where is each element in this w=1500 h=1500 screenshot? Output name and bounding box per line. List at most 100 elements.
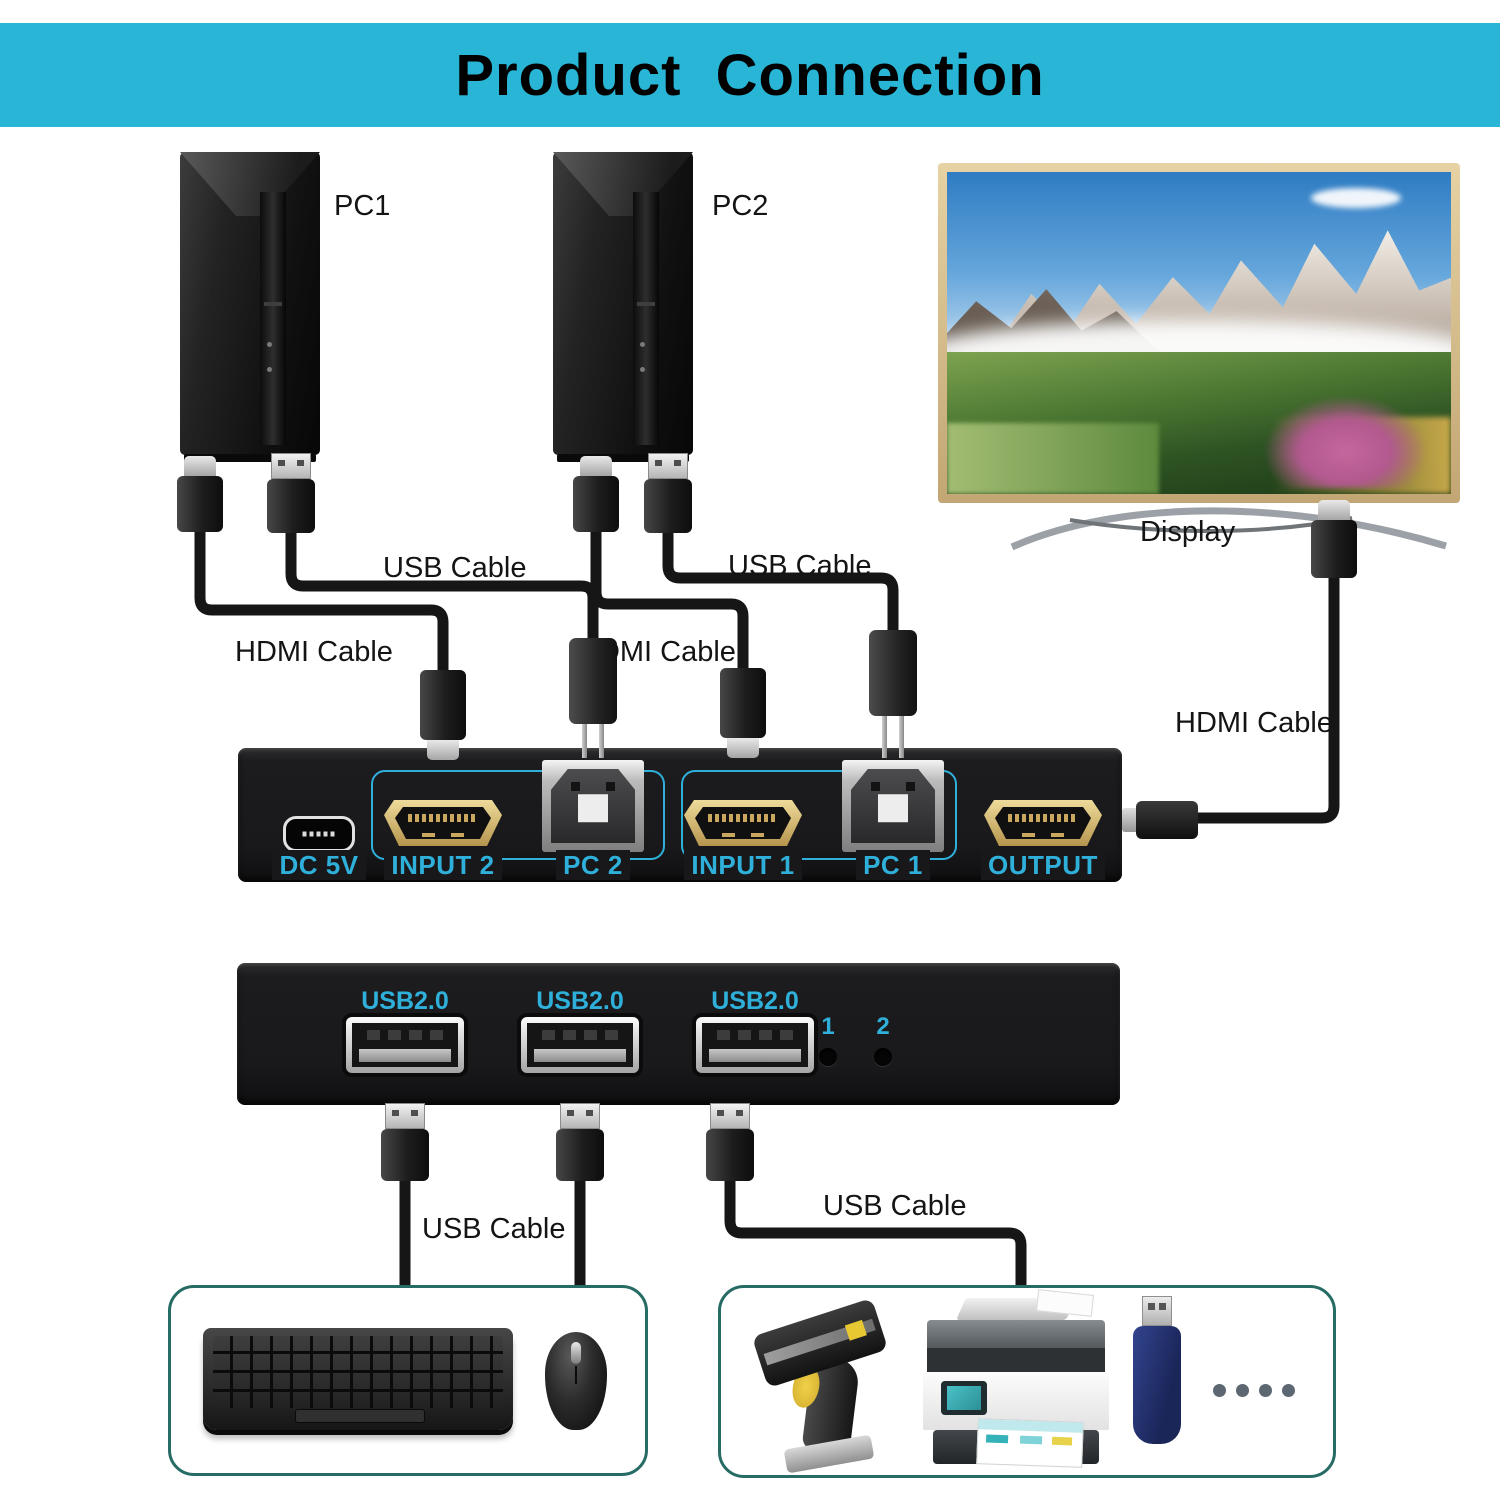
select-button-1 bbox=[819, 1048, 837, 1066]
hdmi-plug-tip-icon bbox=[1122, 808, 1136, 832]
pc2-base bbox=[557, 454, 689, 462]
printer-scanner-lid bbox=[927, 1320, 1105, 1348]
dc-5v-port bbox=[283, 816, 355, 852]
usb-b-pc2-port bbox=[542, 760, 644, 852]
usb-cable-label-pc2: USB Cable bbox=[728, 550, 872, 582]
hdmi-cable-label-pc1: HDMI Cable bbox=[235, 636, 393, 668]
pc1-power-led bbox=[266, 342, 272, 347]
pc1-label: PC1 bbox=[334, 190, 391, 222]
usb-plug-tip-icon bbox=[710, 1103, 750, 1129]
flash-drive-body bbox=[1133, 1326, 1181, 1444]
usb-plug-body bbox=[556, 1129, 604, 1181]
hdmi-plug-body bbox=[420, 670, 466, 740]
tv-screen bbox=[947, 172, 1451, 494]
pc2-power-led bbox=[639, 342, 645, 347]
input1-group-bracket bbox=[681, 770, 957, 860]
rear-usb-plug-3 bbox=[706, 1103, 754, 1181]
usb2-port-1 bbox=[346, 1017, 464, 1073]
hdmi-cable-label-display: HDMI Cable bbox=[1175, 707, 1333, 739]
micro-usb-pins-icon bbox=[302, 831, 336, 837]
display-hdmi-plug bbox=[1311, 500, 1357, 578]
page-title: Product Connection bbox=[455, 42, 1045, 108]
ellipsis-dot bbox=[1259, 1384, 1272, 1397]
usb-devices-box bbox=[718, 1285, 1336, 1478]
usb-a-socket-icon bbox=[352, 1023, 458, 1067]
usb-plug-body bbox=[381, 1129, 429, 1181]
mouse-scroll-wheel-icon bbox=[571, 1342, 581, 1364]
select-button-2 bbox=[874, 1048, 892, 1066]
pc1-port-usb-b-plug bbox=[869, 630, 917, 758]
hdmi-output-port bbox=[984, 800, 1102, 846]
usb-b-plug-prong bbox=[599, 724, 604, 758]
usb2-label-1: USB2.0 bbox=[361, 987, 449, 1015]
pink-flowers bbox=[1264, 397, 1426, 488]
hdmi-plug-tip-icon bbox=[580, 456, 612, 476]
select-button-1-label: 1 bbox=[821, 1013, 835, 1040]
pc1-port-label: PC 1 bbox=[823, 850, 963, 881]
usb-b-socket-icon bbox=[551, 769, 635, 843]
pc1-usb-socket bbox=[266, 367, 272, 372]
usb-b-plug-prong bbox=[882, 716, 887, 758]
usb-cable-label-rear-right: USB Cable bbox=[823, 1190, 967, 1222]
pc1-front-strip bbox=[259, 192, 286, 445]
pc1-hdmi-connector bbox=[177, 456, 223, 532]
usb-b-plug-body bbox=[869, 630, 917, 716]
pc1-tower bbox=[180, 152, 320, 462]
usb-plug-body bbox=[267, 479, 315, 533]
kvm-switch-rear-panel: USB2.0 USB2.0 USB2.0 1 2 bbox=[237, 963, 1120, 1105]
usb-plug-tip-icon bbox=[560, 1103, 600, 1129]
printer-printed-page bbox=[976, 1418, 1084, 1468]
display-label: Display bbox=[1140, 516, 1236, 548]
usb-plug-tip-icon bbox=[1142, 1296, 1172, 1326]
rear-usb-plug-1 bbox=[381, 1103, 429, 1181]
hdmi-pins-icon bbox=[708, 814, 778, 822]
output-side-plug bbox=[1122, 801, 1198, 839]
pc1-top-bevel bbox=[180, 152, 320, 216]
printer-dark-band bbox=[927, 1348, 1105, 1372]
barcode-scanner bbox=[751, 1297, 911, 1474]
usb-cable-label-pc1: USB Cable bbox=[383, 552, 527, 584]
hdmi-pins-icon bbox=[408, 814, 478, 822]
pc2-tower bbox=[553, 152, 693, 462]
printer-control-screen bbox=[941, 1381, 987, 1415]
kvm-switch-front-panel: DC 5V INPUT 2 PC 2 INPUT 1 PC 1 OUTPUT bbox=[238, 748, 1122, 882]
keyboard-mouse-box bbox=[168, 1285, 648, 1476]
hdmi-plug-body bbox=[177, 476, 223, 532]
keyboard-keys bbox=[213, 1336, 503, 1408]
input2-hdmi-plug bbox=[420, 670, 466, 760]
hdmi-plug-tip-icon bbox=[184, 456, 216, 476]
valley-field bbox=[947, 423, 1159, 494]
hdmi-plug-tip-icon bbox=[727, 738, 759, 758]
input2-label: INPUT 2 bbox=[373, 850, 513, 881]
usb-plug-tip-icon bbox=[648, 453, 688, 479]
small-cloud bbox=[1310, 188, 1401, 209]
usb2-label-2: USB2.0 bbox=[536, 987, 624, 1015]
dc-5v-label: DC 5V bbox=[249, 850, 389, 881]
hdmi-plug-body bbox=[1311, 520, 1357, 578]
ellipsis-dot bbox=[1282, 1384, 1295, 1397]
usb-plug-body bbox=[706, 1129, 754, 1181]
header-banner: Product Connection bbox=[0, 23, 1500, 127]
keyboard bbox=[203, 1328, 513, 1430]
usb-b-plug-prong bbox=[899, 716, 904, 758]
usb-cable-label-rear-left: USB Cable bbox=[422, 1213, 566, 1245]
pc2-port-usb-b-plug bbox=[569, 638, 617, 758]
display-hdmi-cable bbox=[1196, 574, 1340, 824]
pc2-port-label: PC 2 bbox=[523, 850, 663, 881]
pc2-top-bevel bbox=[553, 152, 693, 216]
usb-plug-tip-icon bbox=[271, 453, 311, 479]
pc1-drive-slot bbox=[264, 302, 282, 306]
usb2-port-3 bbox=[696, 1017, 814, 1073]
ellipsis-dot bbox=[1236, 1384, 1249, 1397]
usb-b-plug-prong bbox=[582, 724, 587, 758]
pc2-drive-slot bbox=[637, 302, 655, 306]
keyboard-spacebar bbox=[295, 1409, 425, 1423]
usb-b-plug-body bbox=[569, 638, 617, 724]
hdmi-plug-body bbox=[720, 668, 766, 738]
mouse-seam bbox=[575, 1366, 577, 1384]
pc2-front-strip bbox=[632, 192, 659, 445]
select-button-2-label: 2 bbox=[876, 1013, 890, 1040]
usb-a-socket-icon bbox=[702, 1023, 808, 1067]
rear-usb-plug-2 bbox=[556, 1103, 604, 1181]
